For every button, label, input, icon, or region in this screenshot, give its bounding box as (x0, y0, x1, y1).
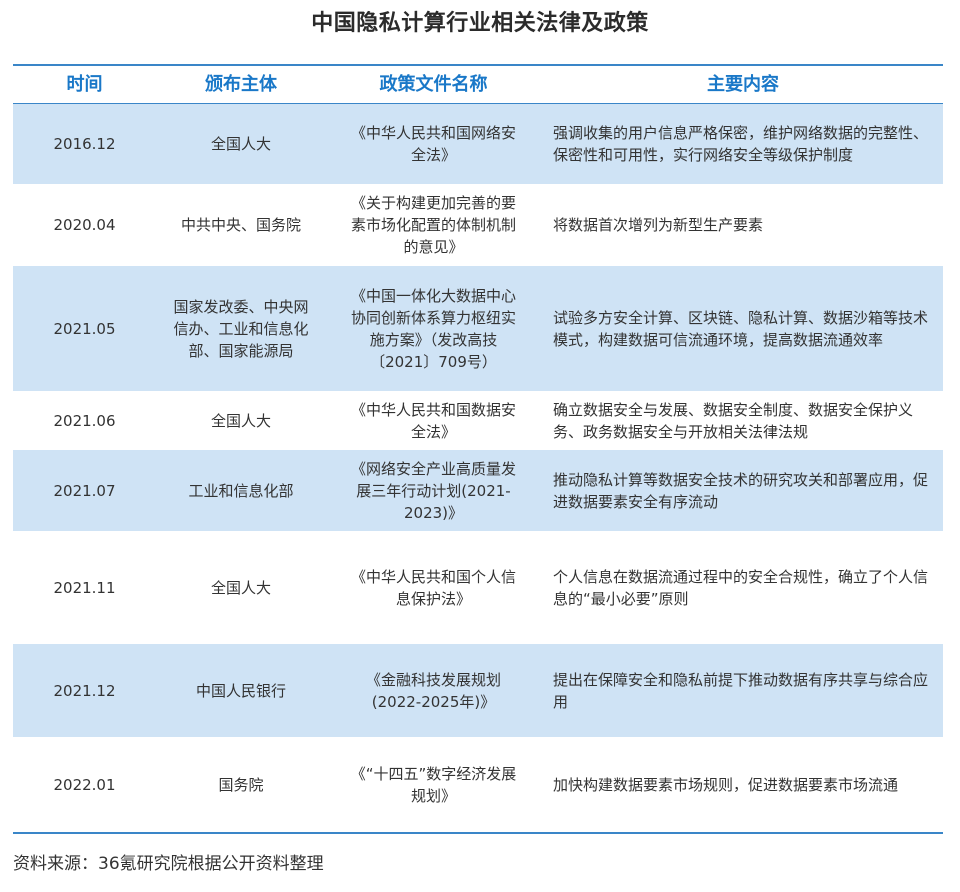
cell-content: 强调收集的用户信息严格保密，维护网络数据的完整性、保密性和可用性，实行网络安全等… (553, 124, 929, 164)
cell-document: 《中华人民共和国个人信息保护法》 (350, 567, 516, 608)
table-row: 2022.01 国务院 《“十四五”数字经济发展规划》 加快构建数据要素市场规则… (13, 738, 943, 832)
cell-issuer: 国家发改委、中央网信办、工业和信息化部、国家能源局 (173, 297, 309, 360)
cell-document: 《网络安全产业高质量发展三年行动计划(2021-2023)》 (350, 459, 516, 522)
table-row: 2021.11 全国人大 《中华人民共和国个人信息保护法》 个人信息在数据流通过… (13, 532, 943, 644)
cell-document: 《中华人民共和国网络安全法》 (350, 124, 516, 164)
table-header: 时间 颁布主体 政策文件名称 主要内容 (13, 66, 943, 104)
table-row: 2021.12 中国人民银行 《金融科技发展规划(2022-2025年)》 提出… (13, 644, 943, 738)
cell-content: 提出在保障安全和隐私前提下推动数据有序共享与综合应用 (553, 670, 929, 711)
cell-content: 将数据首次增列为新型生产要素 (553, 216, 764, 234)
cell-time: 2021.06 (53, 411, 116, 430)
table-row: 2016.12 全国人大 《中华人民共和国网络安全法》 强调收集的用户信息严格保… (13, 104, 943, 185)
cell-document: 《“十四五”数字经济发展规划》 (350, 765, 517, 805)
cell-issuer: 工业和信息化部 (188, 481, 294, 500)
cell-content: 加快构建数据要素市场规则，促进数据要素市场流通 (553, 776, 899, 794)
cell-time: 2021.05 (53, 319, 116, 338)
cell-document: 《中华人民共和国数据安全法》 (350, 400, 516, 441)
cell-time: 2021.12 (53, 681, 116, 700)
table-row: 2021.05 国家发改委、中央网信办、工业和信息化部、国家能源局 《中国一体化… (13, 266, 943, 392)
cell-issuer: 全国人大 (210, 411, 271, 430)
header-content: 主要内容 (707, 73, 779, 95)
header-time: 时间 (66, 73, 103, 95)
cell-time: 2016.12 (53, 135, 116, 153)
cell-content: 试验多方安全计算、区块链、隐私计算、数据沙箱等技术模式，构建数据可信流通环境，提… (553, 308, 929, 349)
cell-issuer: 中国人民银行 (195, 681, 286, 700)
cell-document: 《金融科技发展规划(2022-2025年)》 (365, 670, 501, 711)
cell-content: 确立数据安全与发展、数据安全制度、数据安全保护义务、政务数据安全与开放相关法律法… (553, 400, 914, 441)
cell-issuer: 国务院 (218, 776, 264, 794)
cell-time: 2021.07 (53, 481, 116, 500)
table-row: 2021.07 工业和信息化部 《网络安全产业高质量发展三年行动计划(2021-… (13, 450, 943, 532)
cell-content: 个人信息在数据流通过程中的安全合规性，确立了个人信息的“最小必要”原则 (553, 567, 929, 608)
cell-document: 《中国一体化大数据中心协同创新体系算力枢纽实施方案》（发改高技〔2021〕709… (350, 286, 516, 371)
header-issuer: 颁布主体 (205, 73, 277, 95)
cell-document: 《关于构建更加完善的要素市场化配置的体制机制的意见》 (350, 194, 516, 256)
table-row: 2021.06 全国人大 《中华人民共和国数据安全法》 确立数据安全与发展、数据… (13, 392, 943, 450)
cell-time: 2022.01 (53, 776, 116, 794)
cell-issuer: 全国人大 (210, 578, 271, 597)
table-row: 2020.04 中共中央、国务院 《关于构建更加完善的要素市场化配置的体制机制的… (13, 185, 943, 266)
source-note: 资料来源：36氪研究院根据公开资料整理 (13, 854, 324, 874)
policy-table: 时间 颁布主体 政策文件名称 主要内容 2016.12 全国人大 《中华人民共和… (13, 64, 943, 834)
cell-issuer: 全国人大 (210, 135, 271, 153)
header-document: 政策文件名称 (379, 73, 488, 95)
cell-time: 2021.11 (53, 578, 116, 597)
cell-issuer: 中共中央、国务院 (180, 216, 301, 234)
cell-content: 推动隐私计算等数据安全技术的研究攻关和部署应用，促进数据要素安全有序流动 (553, 470, 929, 511)
page-title: 中国隐私计算行业相关法律及政策 (311, 11, 649, 36)
cell-time: 2020.04 (53, 216, 116, 234)
